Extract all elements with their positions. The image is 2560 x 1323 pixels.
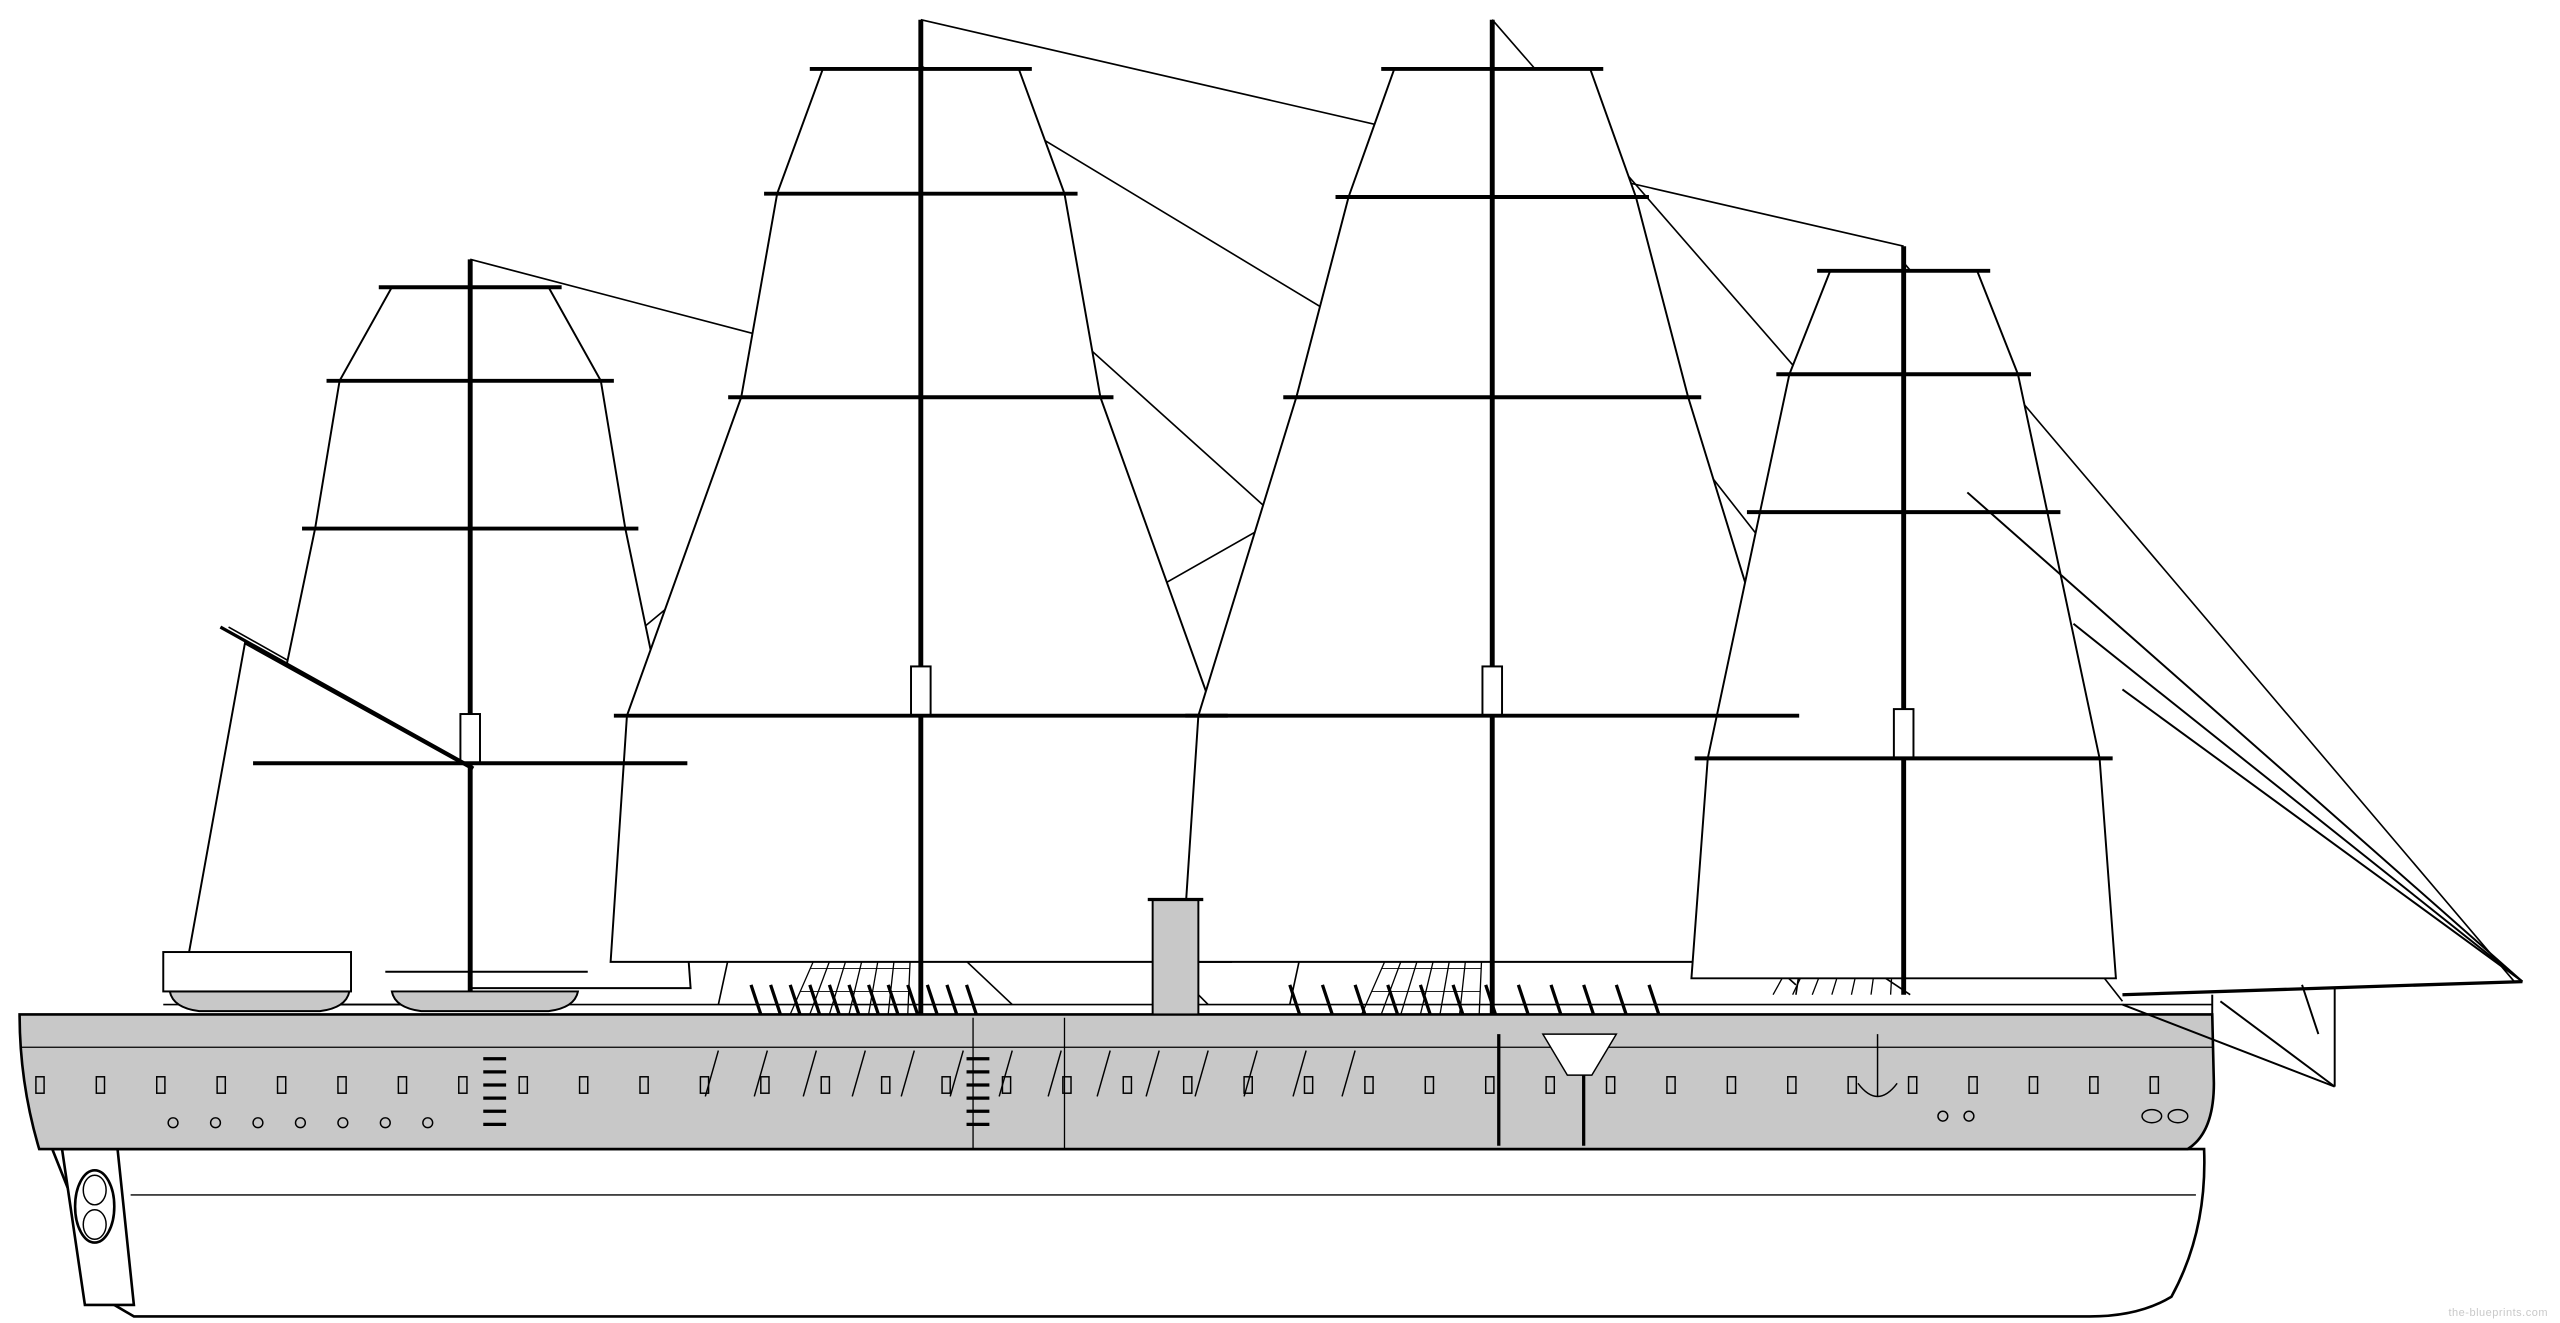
gun-port xyxy=(2089,1076,2099,1094)
belaying-pin xyxy=(1614,984,1628,1015)
gun-port xyxy=(397,1076,408,1094)
porthole xyxy=(209,1117,222,1129)
propeller xyxy=(73,1169,116,1244)
gun-port xyxy=(458,1076,468,1094)
belaying-pin xyxy=(808,984,822,1015)
gun-port xyxy=(880,1076,891,1094)
belaying-pin xyxy=(867,984,880,1015)
ships-boat-aft xyxy=(168,990,351,1013)
belaying-pin xyxy=(886,984,900,1015)
gun-port xyxy=(1243,1076,1253,1094)
porthole xyxy=(294,1117,307,1129)
gun-port xyxy=(1907,1076,1918,1094)
gun-port xyxy=(1847,1076,1858,1094)
hull-lower xyxy=(50,1147,2206,1318)
gun-port xyxy=(337,1076,347,1094)
belaying-pin xyxy=(1516,984,1530,1015)
spanker-gaff xyxy=(219,625,475,770)
belaying-pin xyxy=(1582,984,1596,1015)
hatch xyxy=(1541,1033,1618,1076)
gun-port xyxy=(1484,1076,1495,1094)
gun-port xyxy=(760,1076,770,1094)
belaying-pin xyxy=(847,984,861,1015)
porthole xyxy=(337,1117,349,1129)
mast-top-2 xyxy=(910,665,932,717)
gun-port xyxy=(820,1076,831,1094)
belaying-pin xyxy=(827,984,841,1015)
gun-port xyxy=(1424,1076,1435,1094)
belaying-pin xyxy=(925,984,939,1015)
hull-upper xyxy=(18,1013,2216,1151)
ships-boats xyxy=(162,897,1204,1016)
gun-port xyxy=(1122,1076,1133,1094)
belaying-pin xyxy=(1386,984,1400,1015)
gun-port xyxy=(639,1076,649,1094)
gun-port xyxy=(35,1076,45,1094)
mast-top-3 xyxy=(1481,665,1504,717)
belaying-pin xyxy=(1288,984,1302,1015)
porthole xyxy=(422,1117,434,1129)
porthole xyxy=(379,1117,391,1129)
anchor xyxy=(1857,1034,1898,1098)
belaying-pin xyxy=(1451,984,1465,1015)
belaying-pin xyxy=(1549,984,1563,1015)
belaying-pin xyxy=(1353,984,1367,1015)
porthole xyxy=(252,1117,264,1129)
hawse-hole xyxy=(2141,1108,2163,1124)
gun-port xyxy=(1726,1076,1737,1094)
gun-port xyxy=(1303,1076,1314,1094)
funnel xyxy=(1151,898,1200,1016)
gun-port xyxy=(1605,1076,1616,1094)
belaying-pin xyxy=(788,984,802,1015)
mast-top-1 xyxy=(459,713,481,765)
gun-port xyxy=(95,1076,106,1094)
gun-port xyxy=(276,1076,287,1094)
gun-port xyxy=(2149,1076,2160,1094)
belaying-pin xyxy=(964,984,978,1015)
gun-port xyxy=(216,1076,227,1094)
gun-port xyxy=(1364,1076,1374,1094)
gun-port xyxy=(1787,1076,1797,1094)
belaying-pin xyxy=(1647,984,1661,1015)
masts xyxy=(219,19,2113,1015)
mast-top-4 xyxy=(1892,708,1915,760)
gun-port xyxy=(1182,1076,1193,1094)
belaying-pin xyxy=(1484,984,1498,1015)
hawse-hole xyxy=(2167,1108,2189,1124)
porthole xyxy=(167,1117,179,1129)
gun-port xyxy=(941,1076,951,1094)
hull xyxy=(18,994,2216,1318)
gun-port xyxy=(156,1076,166,1094)
gun-port xyxy=(578,1076,589,1094)
belaying-pin xyxy=(769,984,782,1015)
gun-port xyxy=(1968,1076,1978,1094)
gun-port xyxy=(518,1076,529,1094)
ships-boat-fwd xyxy=(390,990,580,1013)
belaying-pin xyxy=(906,984,920,1015)
belaying-pin xyxy=(1320,984,1334,1015)
gun-port xyxy=(2028,1076,2039,1094)
gun-port xyxy=(1062,1076,1072,1094)
belaying-pin xyxy=(749,984,763,1015)
gun-port xyxy=(1666,1076,1676,1094)
watermark-text: the-blueprints.com xyxy=(2448,1307,2548,1319)
belaying-pin xyxy=(945,984,959,1015)
gun-port xyxy=(1545,1076,1556,1094)
belaying-pin xyxy=(1418,984,1432,1015)
bowsprit xyxy=(1966,491,2524,1088)
hull-details xyxy=(35,984,2189,1146)
